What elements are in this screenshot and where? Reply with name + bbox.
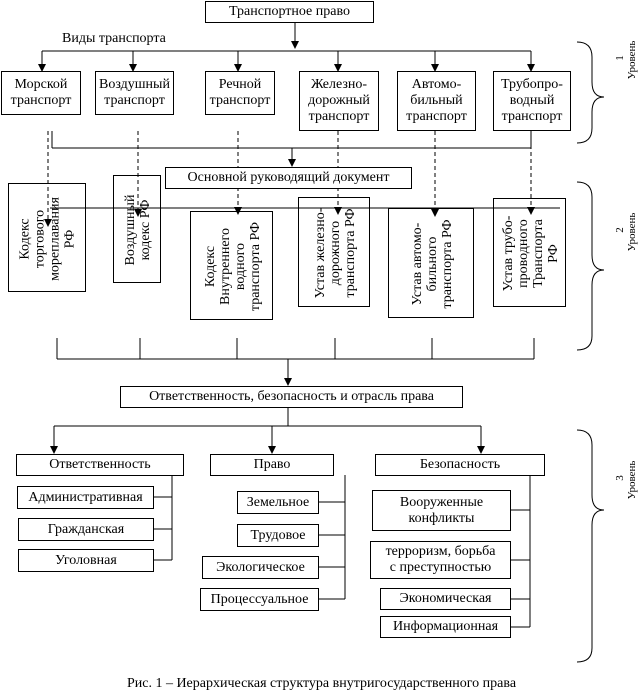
line: Кодекс [17,218,33,260]
line: транспорт [406,109,467,124]
line: Автомо- [411,77,462,92]
branch-title: Право [253,457,291,472]
root-label: Транспортное право [229,4,350,19]
branch-item: Экономическая [380,588,511,610]
branch-item: Трудовое [237,524,319,547]
figure-caption: Рис. 1 – Иерархическая структура внутриг… [126,676,517,691]
line: Транспорта [530,219,546,288]
branch-item-label: Экологическое [216,559,305,575]
line: Воздушный [123,194,138,266]
line: Морской [14,77,68,92]
branch-item: Информационная [380,616,511,638]
branch-item-label: Гражданская [47,521,125,537]
line: Железно- [310,77,368,92]
line: транспорт [104,93,165,108]
branch-item-label: Процессуальное [210,591,309,607]
types-label: Виды транспорта [62,31,166,46]
branch-item: Экологическое [202,556,319,579]
level-number: 3 [614,475,626,481]
branch-box: Ответственность [16,454,184,476]
line: бильный [410,93,463,108]
level-word: Уровень [626,212,638,252]
branch-title: Безопасность [419,457,501,472]
branch-item: Процессуальное [200,588,319,611]
branch-box: Безопасность [375,454,545,476]
line: Устав трубо- [500,215,516,292]
level-label-1: 1 Уровень [594,40,638,80]
line: кодекс РФ [138,199,153,261]
line: транспорт [501,109,563,124]
level-label-2: 2 Уровень [594,212,638,252]
line: транспорт [209,93,271,108]
branch-item-label: Административная [28,489,143,505]
line: Внутреннего [217,228,233,305]
line: Воздушный [99,77,170,92]
line: Устав автомо- [409,222,425,306]
line: Устав железно- [312,207,328,299]
level-word: Уровень [626,40,638,80]
branch-box: Право [210,454,334,476]
line: дорожный [308,93,370,108]
line: транспорта РФ [342,208,358,298]
level-number: 2 [614,227,626,233]
line: Кодекс [202,245,218,288]
line: РФ [545,244,561,263]
level-number: 1 [614,55,626,61]
line: Вооруженные [399,494,484,510]
line: РФ [62,229,78,249]
branch-item: Уголовная [18,549,154,572]
line: водный [509,93,555,108]
line: терроризм, борьба [385,544,496,559]
line: Речной [218,77,262,92]
line: с преступностью [389,560,492,575]
responsibility-main-label: Ответственность, безопасность и отрасль … [149,389,434,404]
line: транспорта РФ [439,219,455,309]
branch-item: Гражданская [18,518,154,541]
line: конфликты [408,510,475,526]
level-label-3: 3 Уровень [594,460,638,500]
main-document-label: Основной руководящий документ [187,170,390,185]
line: транспорт [10,93,72,108]
line: дорожного [327,220,343,286]
branch-title: Ответственность [49,457,151,472]
line: транспорта РФ [247,221,263,312]
line: транспорт [308,109,370,124]
level-word: Уровень [626,460,638,500]
branch-item: Административная [17,486,154,509]
line: водного [232,242,248,291]
branch-item-label: Земельное [246,494,310,510]
branch-item: Земельное [237,491,319,514]
line: бильного [424,236,440,292]
branch-item-label: Трудовое [250,527,306,543]
responsibility-main-box: Ответственность, безопасность и отрасль … [120,386,463,408]
line: мореплавания [47,197,63,281]
line: торгового [32,209,48,269]
branch-item-label: Экономическая [399,591,492,606]
branch-item-label: Информационная [392,619,499,634]
line: Трубопро- [501,77,563,92]
main-document-box: Основной руководящий документ [165,167,412,189]
root-transport-law: Транспортное право [205,1,374,23]
branch-item-label: Уголовная [55,552,117,568]
line: проводного [515,219,531,288]
